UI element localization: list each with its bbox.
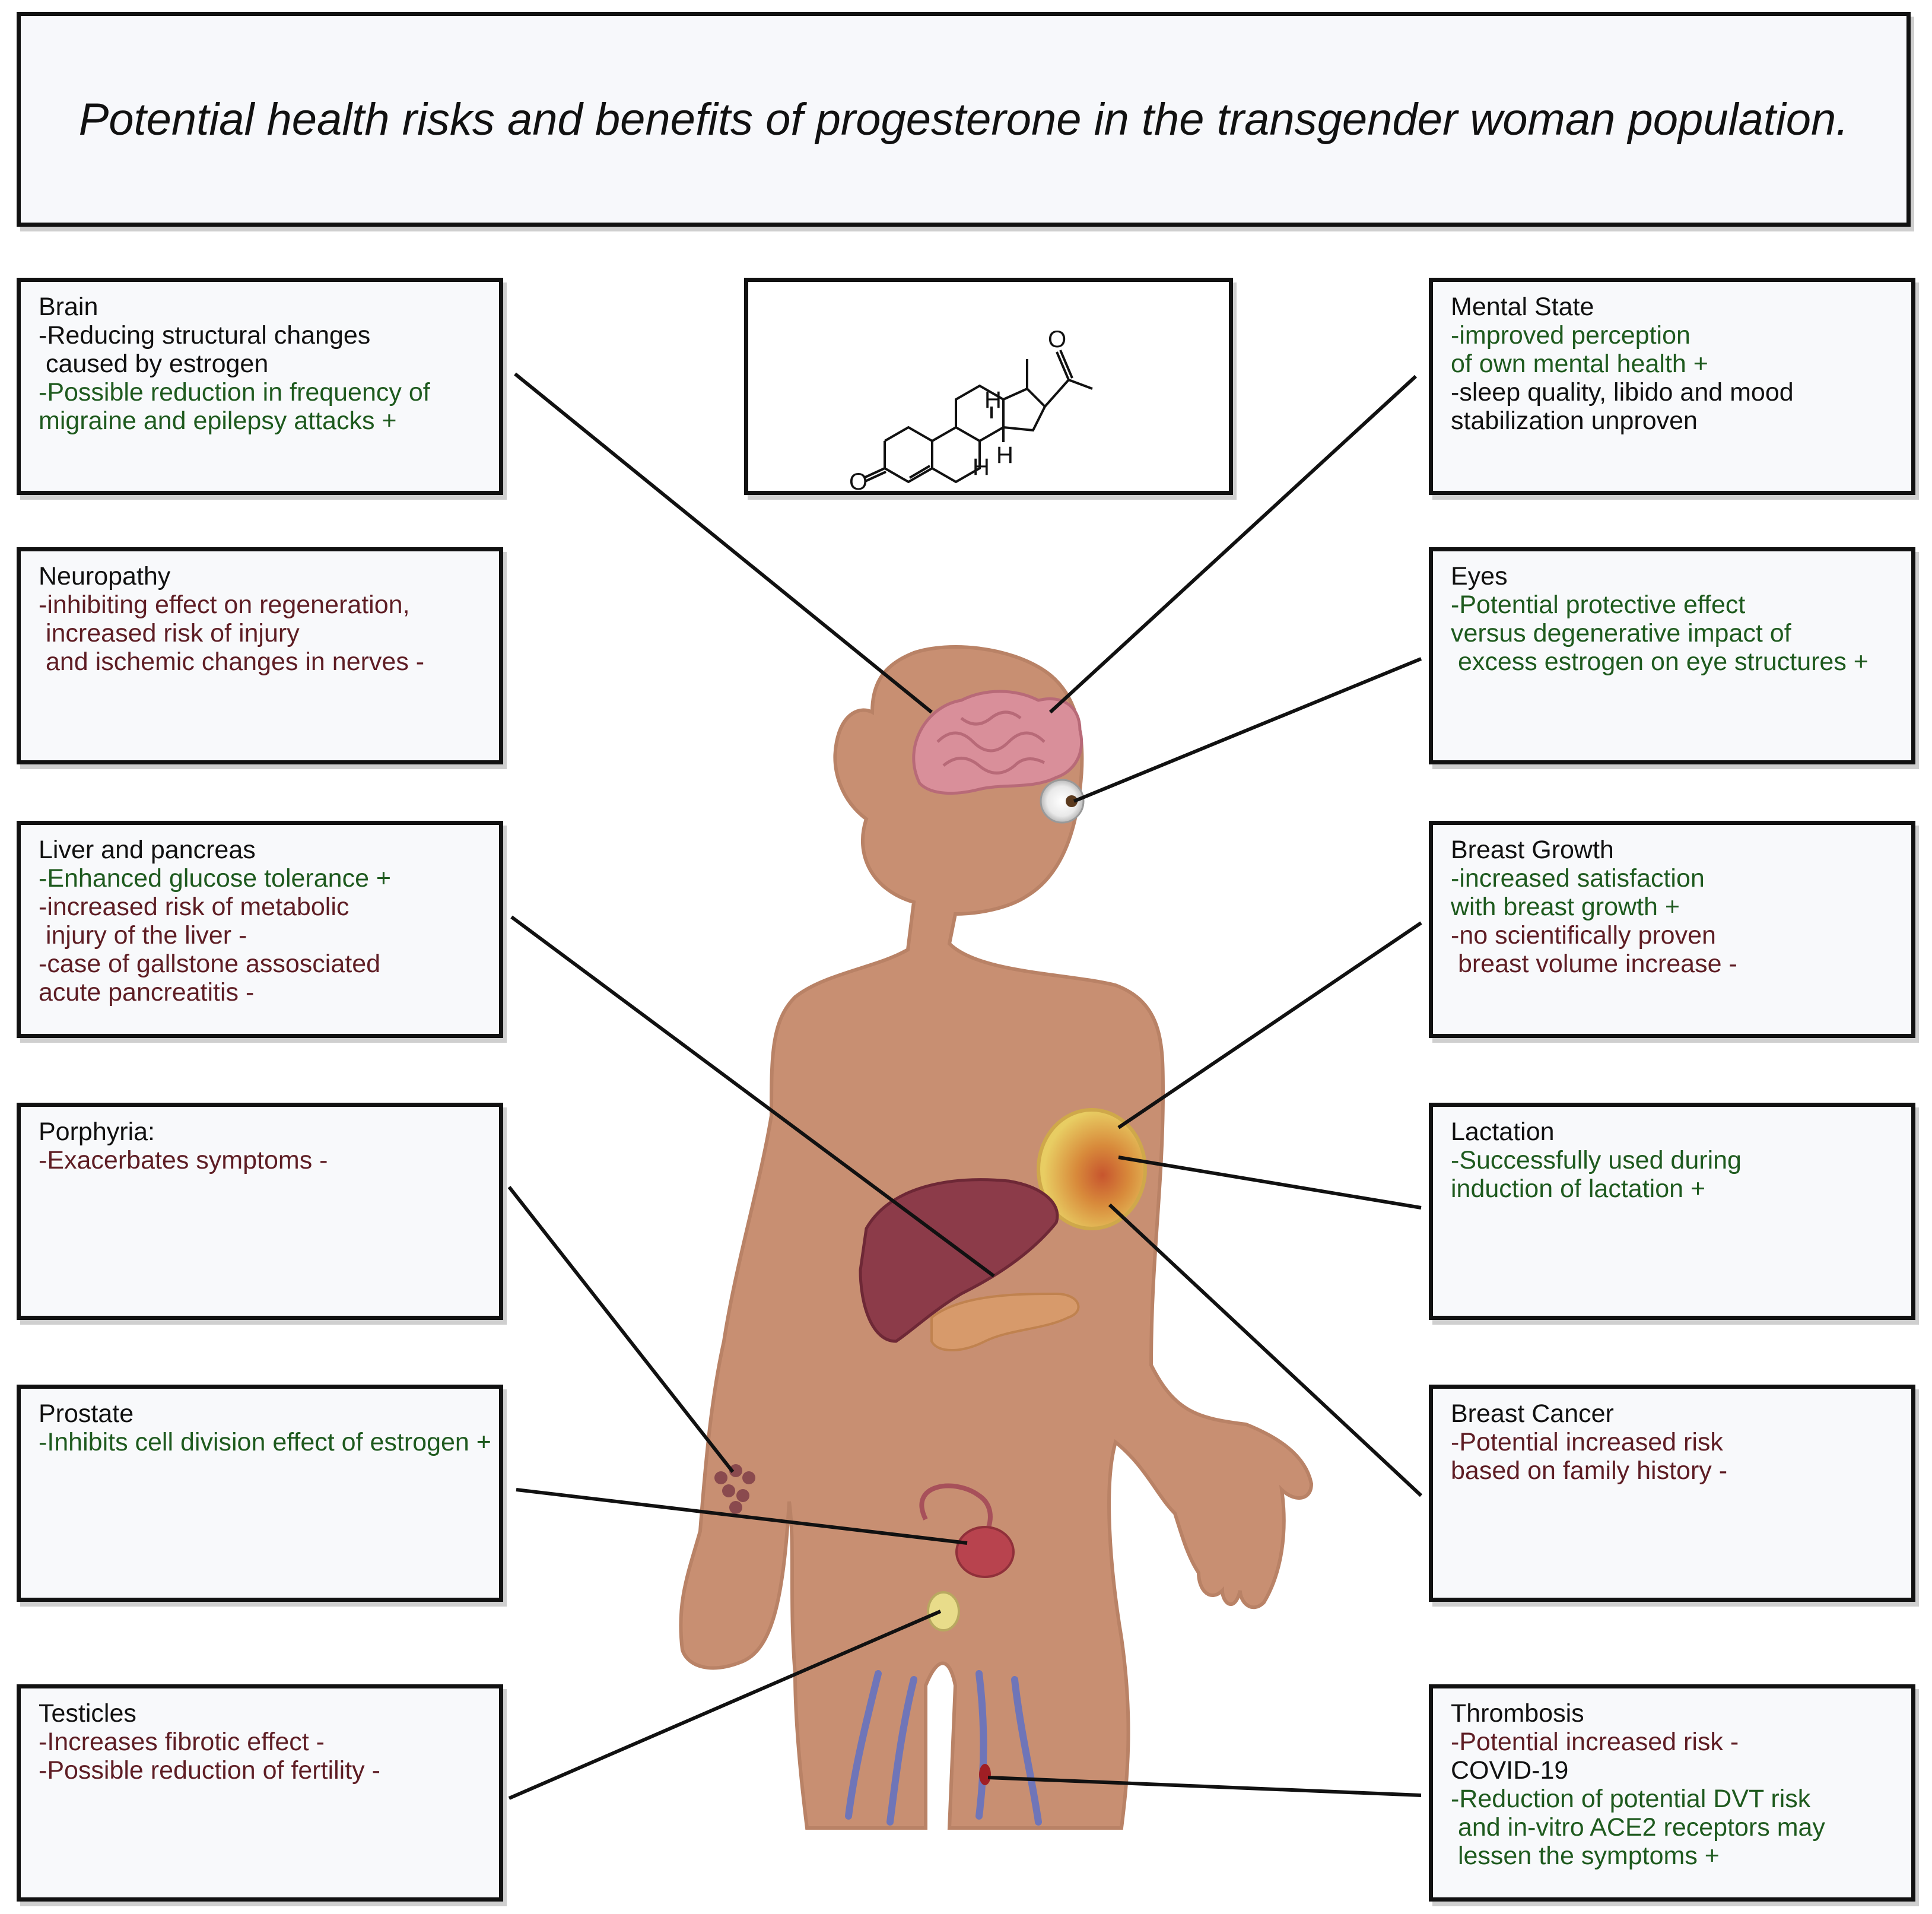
liver-line: injury of the liver - (39, 921, 247, 950)
lactation-line: induction of lactation + (1451, 1175, 1706, 1203)
leg-veins (845, 1670, 1042, 1826)
mental-line: stabilization unproven (1451, 407, 1698, 435)
testicles-line: -Increases fibrotic effect - (39, 1728, 325, 1756)
breast-growth-line: with breast growth + (1451, 893, 1680, 921)
liver-line: acute pancreatitis - (39, 978, 255, 1007)
progesterone-structure: O O H H H (849, 326, 1093, 495)
connector-eyes (1073, 657, 1422, 803)
mental-heading: Mental State (1451, 293, 1594, 321)
porphyria-box: Porphyria: -Exacerbates symptoms - (17, 1103, 503, 1320)
breast-cancer-line: -Potential increased risk (1451, 1428, 1723, 1456)
connector-mental (1048, 374, 1418, 714)
neuropathy-box: Neuropathy -inhibiting effect on regener… (17, 547, 503, 764)
thrombosis-line: COVID-19 (1451, 1756, 1569, 1785)
brain-box: Brain -Reducing structural changes cause… (17, 278, 503, 495)
page-title: Potential health risks and benefits of p… (78, 94, 1849, 145)
breast-cancer-heading: Breast Cancer (1451, 1399, 1614, 1428)
connector-porphyria (507, 1186, 735, 1473)
brain-line: -Reducing structural changes (39, 321, 371, 350)
eyes-line: -Potential protective effect (1451, 591, 1746, 619)
eye-pupil (1066, 795, 1078, 807)
thrombosis-heading: Thrombosis (1451, 1699, 1584, 1728)
atom-label-o-ketone-a: O (849, 469, 868, 491)
atom-label-h-c8: H (984, 387, 1002, 413)
thrombosis-line: and in-vitro ACE2 receptors may (1451, 1813, 1825, 1842)
title-box: Potential health risks and benefits of p… (17, 12, 1911, 227)
mammary-gland (1037, 1108, 1147, 1230)
liver-line: -increased risk of metabolic (39, 893, 349, 921)
neuropathy-heading: Neuropathy (39, 562, 171, 591)
breast-growth-heading: Breast Growth (1451, 836, 1614, 864)
thrombosis-box: Thrombosis -Potential increased risk -CO… (1429, 1684, 1915, 1902)
connector-prostate (516, 1488, 968, 1545)
connector-brain (514, 372, 933, 714)
lactation-line: -Successfully used during (1451, 1146, 1742, 1175)
prostate-line: -Inhibits cell division effect of estrog… (39, 1428, 491, 1456)
prostate-box: Prostate -Inhibits cell division effect … (17, 1385, 503, 1602)
porphyria-heading: Porphyria: (39, 1118, 155, 1146)
eyes-line: excess estrogen on eye structures + (1451, 647, 1869, 676)
connector-breast-growth (1117, 921, 1422, 1129)
brain-line: -Possible reduction in frequency of (39, 378, 430, 407)
atom-label-o-acetyl: O (1048, 326, 1066, 353)
liver-line: -Enhanced glucose tolerance + (39, 864, 392, 893)
eye (1040, 779, 1085, 824)
eyes-line: versus degenerative impact of (1451, 619, 1791, 647)
neuropathy-line: and ischemic changes in nerves - (39, 647, 425, 676)
testicles-heading: Testicles (39, 1699, 136, 1728)
liver-line: -case of gallstone assosciated (39, 950, 381, 978)
liver-pancreas-box: Liver and pancreas -Enhanced glucose tol… (17, 821, 503, 1038)
mental-line: -sleep quality, libido and mood (1451, 378, 1794, 407)
connector-breast-cancer (1108, 1203, 1423, 1497)
atom-label-h-c14: H (996, 442, 1013, 468)
connector-liver (510, 915, 995, 1278)
neuropathy-line: increased risk of injury (39, 619, 300, 647)
mental-line: of own mental health + (1451, 350, 1708, 378)
connector-thrombosis (987, 1776, 1422, 1797)
thrombosis-line: -Potential increased risk - (1451, 1728, 1739, 1756)
breast-growth-line: breast volume increase - (1451, 950, 1737, 978)
brain-folds (936, 710, 1046, 775)
thrombosis-line: -Reduction of potential DVT risk (1451, 1785, 1811, 1813)
brain (912, 690, 1083, 795)
testicles-box: Testicles -Increases fibrotic effect --P… (17, 1684, 503, 1902)
breast-cancer-line: based on family history - (1451, 1456, 1728, 1485)
testicles-line: -Possible reduction of fertility - (39, 1756, 380, 1785)
liver-heading: Liver and pancreas (39, 836, 256, 864)
thrombus (979, 1764, 991, 1785)
prostate-heading: Prostate (39, 1399, 134, 1428)
liver (859, 1178, 1059, 1343)
porphyria-line: -Exacerbates symptoms - (39, 1146, 328, 1175)
brain-line: caused by estrogen (39, 350, 269, 378)
pancreas (930, 1292, 1080, 1351)
connector-testicles (508, 1610, 942, 1800)
progesterone-structure-box: O O H H H (744, 278, 1233, 495)
thrombosis-line: lessen the symptoms + (1451, 1842, 1720, 1870)
brain-line: migraine and epilepsy attacks + (39, 407, 397, 435)
neuropathy-line: -inhibiting effect on regeneration, (39, 591, 410, 619)
testicle (927, 1591, 960, 1631)
breast-growth-line: -increased satisfaction (1451, 864, 1705, 893)
connector-lactation (1118, 1156, 1422, 1210)
mental-line: -improved perception (1451, 321, 1690, 350)
atom-label-h-c9: H (973, 454, 990, 480)
brain-heading: Brain (39, 293, 98, 321)
prostate (955, 1526, 1015, 1578)
breast-growth-line: -no scientifically proven (1451, 921, 1716, 950)
porphyria-spots (714, 1464, 755, 1514)
eyes-heading: Eyes (1451, 562, 1508, 591)
lactation-heading: Lactation (1451, 1118, 1555, 1146)
